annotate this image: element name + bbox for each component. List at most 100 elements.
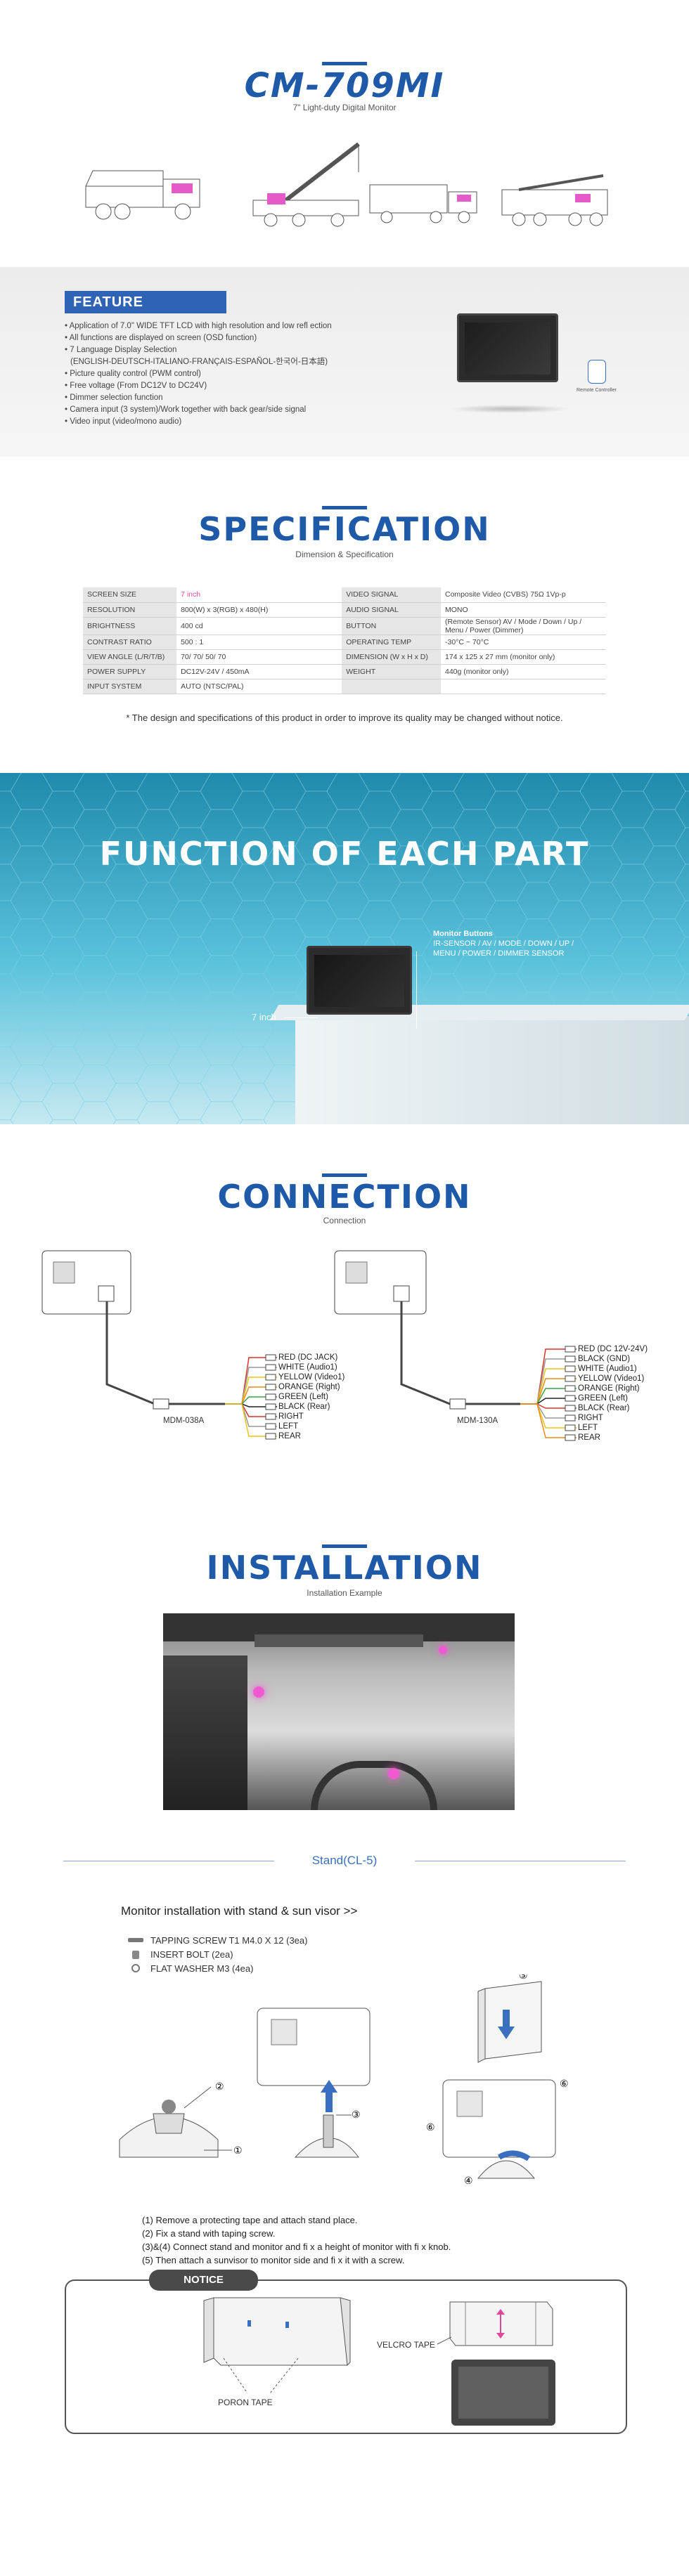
washer-icon	[131, 1964, 140, 1972]
left-wire-labels: RED (DC JACK)WHITE (Audio1)YELLOW (Video…	[278, 1353, 344, 1441]
connection-section: CONNECTION Connection MDM-038A RED (DC J…	[0, 1124, 689, 1497]
spec-cell-k1: POWER SUPPLY	[83, 664, 177, 679]
monitor-image	[307, 946, 412, 1015]
wire-line	[225, 1403, 277, 1437]
spec-cell-v2: 174 x 125 x 27 mm (monitor only)	[441, 649, 606, 665]
wire-connector	[565, 1365, 576, 1372]
installation-diagram: ② ① ③ ⑤ ⑥ ⑥ ④	[119, 1975, 569, 2186]
step-item: (2) Fix a stand with taping screw.	[142, 2228, 276, 2239]
buttons-line: IR-SENSOR / AV / MODE / DOWN / UP /	[433, 939, 574, 948]
part-item: FLAT WASHER M3 (4ea)	[150, 1963, 254, 1974]
connection-diagram	[41, 1250, 577, 1441]
wire-label: BLACK (GND)	[578, 1355, 631, 1363]
notice-diagram	[203, 2297, 555, 2426]
right-monitor-back	[334, 1250, 520, 1410]
installation-steps: (1) Remove a protecting tape and attach …	[142, 2213, 451, 2267]
spec-cell-v1: 400 cd	[176, 617, 342, 635]
wire-label: BLACK (Rear)	[578, 1404, 630, 1412]
buttons-title: Monitor Buttons	[433, 930, 493, 938]
spec-cell-v2: (Remote Sensor) AV / Mode / Down / Up / …	[441, 617, 606, 635]
step-item: (5) Then attach a sunvisor to monitor si…	[142, 2255, 405, 2265]
instruction-title: Monitor installation with stand & sun vi…	[121, 1904, 358, 1918]
wire-connector	[265, 1403, 276, 1410]
callout-6: ⑥	[560, 2078, 569, 2089]
wire-connector	[265, 1364, 276, 1371]
spec-cell-v2: MONO	[441, 602, 606, 618]
feature-title: FEATURE	[65, 291, 226, 313]
wire-label: LEFT	[278, 1422, 299, 1431]
screw-icon	[128, 1938, 143, 1942]
spec-cell-k1: INPUT SYSTEM	[83, 679, 177, 694]
spec-cell-k2: VIDEO SIGNAL	[342, 587, 441, 603]
dump-truck-illustration	[85, 170, 200, 220]
wire-label: RIGHT	[278, 1412, 304, 1421]
monitor-image	[457, 313, 558, 382]
wire-label: WHITE (Audio1)	[278, 1363, 337, 1372]
step-item: (1) Remove a protecting tape and attach …	[142, 2215, 358, 2225]
spec-cell-k1: BRIGHTNESS	[83, 617, 177, 635]
wire-label: GREEN (Left)	[278, 1393, 328, 1401]
installation-title: INSTALLATION	[206, 1549, 483, 1587]
spec-cell-k2: AUDIO SIGNAL	[342, 602, 441, 618]
product-subtitle: 7" Light-duty Digital Monitor	[292, 103, 397, 112]
pedestal	[295, 1016, 689, 1124]
spec-cell-v1: 800(W) x 3(RGB) x 480(H)	[176, 602, 342, 618]
right-wire-labels: RED (DC 12V-24V) BLACK (GND) WHITE (Audio1…	[578, 1344, 648, 1443]
feature-section: FEATURE Application of 7.0" WIDE TFT LCD…	[0, 267, 689, 457]
step-item: (3)&(4) Connect stand and monitor and fi…	[142, 2242, 451, 2252]
wire-connector	[565, 1375, 576, 1382]
wire-connector	[565, 1434, 576, 1441]
wire-connector	[565, 1414, 576, 1422]
callout-6b: ⑥	[426, 2121, 435, 2133]
spec-cell-v1: AUTO (NTSC/PAL)	[176, 679, 342, 694]
spec-cell-k2: OPERATING TEMP	[342, 635, 441, 650]
wire-label: RED (DC JACK)	[278, 1353, 338, 1362]
feature-item-languages: (ENGLISH-DEUTSCH-ITALIANO-FRANÇAIS-ESPAÑ…	[70, 358, 328, 366]
monitor-buttons-callout: Monitor Buttons IR-SENSOR / AV / MODE / …	[433, 929, 574, 958]
spec-note: * The design and specifications of this …	[126, 713, 563, 723]
function-section: FUNCTION OF EACH PART 7 inch Monitor But…	[0, 773, 689, 1124]
wire-line	[520, 1403, 577, 1438]
spec-cell-k1: RESOLUTION	[83, 602, 177, 618]
callout-4: ④	[464, 2175, 473, 2186]
left-monitor-back	[41, 1250, 225, 1410]
wire-label: YELLOW (Video1)	[578, 1374, 645, 1383]
wire-label: BLACK (Rear)	[278, 1403, 330, 1411]
crane-truck-illustration	[252, 142, 360, 227]
wire-label: WHITE (Audio1)	[578, 1365, 637, 1373]
spec-cell-v1: 70/ 70/ 50/ 70	[176, 649, 342, 665]
bolt-icon	[132, 1951, 139, 1959]
wire-connector	[265, 1374, 276, 1381]
left-model-label: MDM-038A	[163, 1417, 205, 1425]
part-item: INSERT BOLT (2ea)	[150, 1949, 233, 1960]
right-model-label: MDM-130A	[457, 1417, 498, 1425]
wire-label: REAR	[578, 1433, 600, 1442]
callout-3: ③	[352, 2109, 361, 2120]
spec-cell-v1: 7 inch	[176, 587, 342, 603]
wire-label: ORANGE (Right)	[578, 1384, 640, 1393]
spec-subtitle: Dimension & Specification	[295, 549, 394, 559]
monitor-shadow	[450, 405, 569, 413]
right-wire-fan	[520, 1346, 577, 1441]
remote-icon	[588, 360, 606, 384]
wire-label: LEFT	[578, 1424, 598, 1432]
wire-connector	[565, 1385, 576, 1392]
feature-item: Camera input (3 system)/Work together wi…	[65, 404, 332, 416]
trailer-truck-illustration	[369, 184, 477, 223]
spec-cell-v2: -30°C ~ 70°C	[441, 635, 606, 650]
spec-cell-v1: 500 : 1	[176, 635, 342, 650]
feature-item: Application of 7.0" WIDE TFT LCD with hi…	[65, 320, 332, 332]
wire-connector	[565, 1424, 576, 1431]
spec-cell-v2	[441, 679, 606, 694]
mobile-crane-illustration	[501, 174, 608, 226]
installation-section: INSTALLATION Installation Example Stand(…	[0, 1497, 689, 2576]
spec-cell-v2: 440g (monitor only)	[441, 664, 606, 679]
wire-label: RED (DC 12V-24V)	[578, 1345, 648, 1353]
remote-label: Remote Controller	[577, 388, 617, 393]
feature-item: Picture quality control (PWM control)	[65, 368, 332, 380]
header-section: CM-709MI 7" Light-duty Digital Monitor	[0, 0, 689, 267]
